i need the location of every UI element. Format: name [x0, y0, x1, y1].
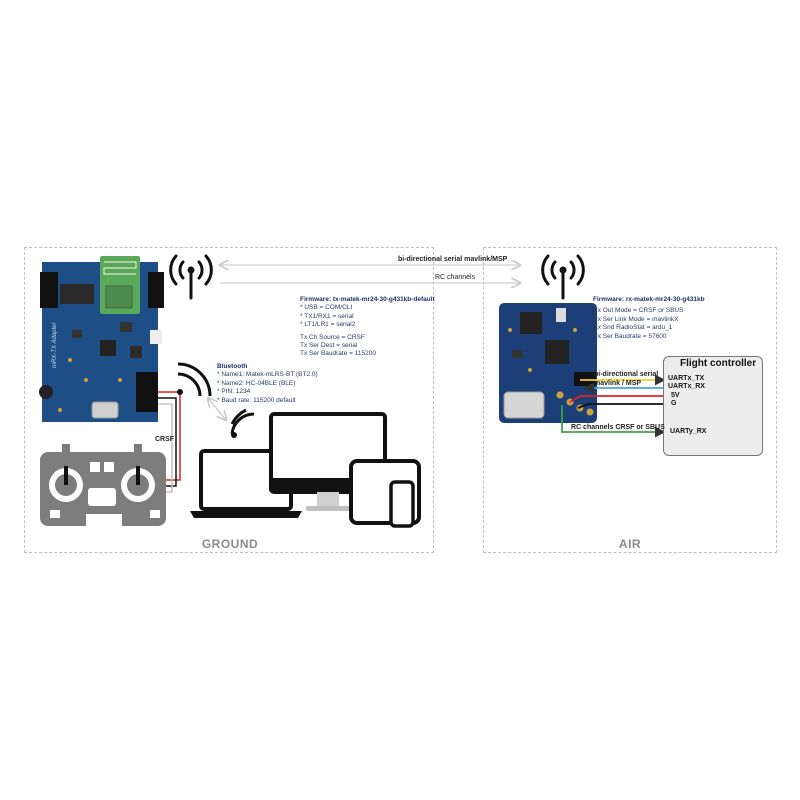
ground-label: GROUND — [201, 537, 259, 551]
ground-firmware-line: * LT1/LR1 = serial2 — [300, 321, 356, 329]
air-firmware-block: Firmware: rx-matek-mr24-30-g431kb Rx Out… — [593, 296, 705, 341]
bluetooth-line: * Name1: Matek-mLRS-BT (BT2.0) — [217, 371, 318, 379]
bluetooth-line: * Baud rate: 115200 default — [217, 396, 296, 404]
ground-firmware-line: * USB = COM/CLI — [300, 304, 353, 312]
bluetooth-block: Bluetooth * Name1: Matek-mLRS-BT (BT2.0)… — [217, 363, 318, 405]
flight-controller-title: Flight controller — [680, 358, 757, 369]
board-silkscreen: mRX-TX Adapter — [52, 322, 58, 368]
air-firmware-line: Rx Ser Link Mode = mavlinkX — [593, 315, 679, 323]
air-serial-label: bi-directional serial — [594, 371, 659, 378]
rx-board — [499, 303, 597, 423]
bluetooth-signal-icon — [177, 362, 212, 397]
ground-firmware-line: Tx Ch Source = CRSF — [300, 333, 365, 341]
ground-firmware-line: Tx Ser Dest = serial — [300, 342, 358, 350]
radio-controller-icon — [40, 444, 166, 526]
fc-pin-uarty-rx: UARTy_RX — [670, 428, 707, 435]
ground-firmware-line: * TX1/RX1 = serial — [300, 312, 354, 320]
serial-link-label: bi-directional serial mavlink/MSP — [398, 256, 508, 263]
rc-link-label: RC channels — [435, 274, 476, 281]
fc-pin-uartx-tx: UARTx_TX — [668, 375, 705, 382]
ground-antenna-icon — [169, 254, 213, 300]
air-label: AIR — [618, 537, 642, 551]
ground-panel — [24, 247, 434, 553]
air-firmware-line: Rx Out Mode = CRSF or SBUS — [593, 307, 684, 315]
ground-firmware-block: Firmware: tx-matek-mr24-30-g431kb-defaul… — [300, 296, 435, 359]
air-rc-label: RC channels CRSF or SBUS — [571, 424, 665, 431]
fc-pin-uartx-rx: UARTx_RX — [668, 383, 705, 390]
tx-adapter-board — [39, 256, 164, 422]
ground-firmware-line: Tx Ser Baudrate = 115200 — [300, 350, 376, 358]
fc-pin-g: G — [671, 400, 677, 407]
air-antenna-icon — [541, 254, 585, 300]
flight-controller-box — [663, 356, 763, 456]
ground-firmware-title: Firmware: tx-matek-mr24-30-g431kb-defaul… — [300, 296, 435, 303]
phone-icon — [389, 480, 415, 528]
fc-pin-5v: 5V — [671, 392, 680, 399]
bluetooth-line: * Name2: HC-04BLE (BLE) — [217, 379, 296, 387]
air-mavlink-label: mavlink / MSP — [594, 380, 642, 387]
air-firmware-line: Rx Snd RadioStat = ardu_1 — [593, 324, 673, 332]
air-firmware-title: Firmware: rx-matek-mr24-30-g431kb — [593, 296, 705, 303]
air-wires — [561, 374, 666, 438]
air-firmware-line: Rx Ser Baudrate = 57600 — [593, 332, 667, 340]
laptop-signal-icon — [230, 408, 255, 438]
crsf-label: CRSF — [155, 436, 175, 443]
bluetooth-title: Bluetooth — [217, 363, 248, 370]
bluetooth-line: * PIN: 1234 — [217, 388, 251, 396]
bt-arrow — [208, 398, 226, 420]
air-panel — [483, 247, 777, 553]
